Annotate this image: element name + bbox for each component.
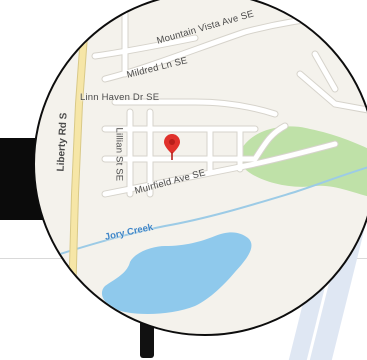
roads: [92, 11, 367, 197]
map-pin-icon[interactable]: [164, 134, 180, 160]
map-view[interactable]: Mountain Vista Ave SE Mildred Ln SE Linn…: [33, 0, 367, 336]
lake: [101, 232, 252, 314]
background-dark-post: [140, 318, 154, 358]
street-label-linn-haven: Linn Haven Dr SE: [80, 92, 160, 103]
street-label-lillian: Lillian St SE: [113, 127, 125, 182]
map-canvas: [35, 0, 367, 334]
creek-line: [35, 166, 367, 263]
